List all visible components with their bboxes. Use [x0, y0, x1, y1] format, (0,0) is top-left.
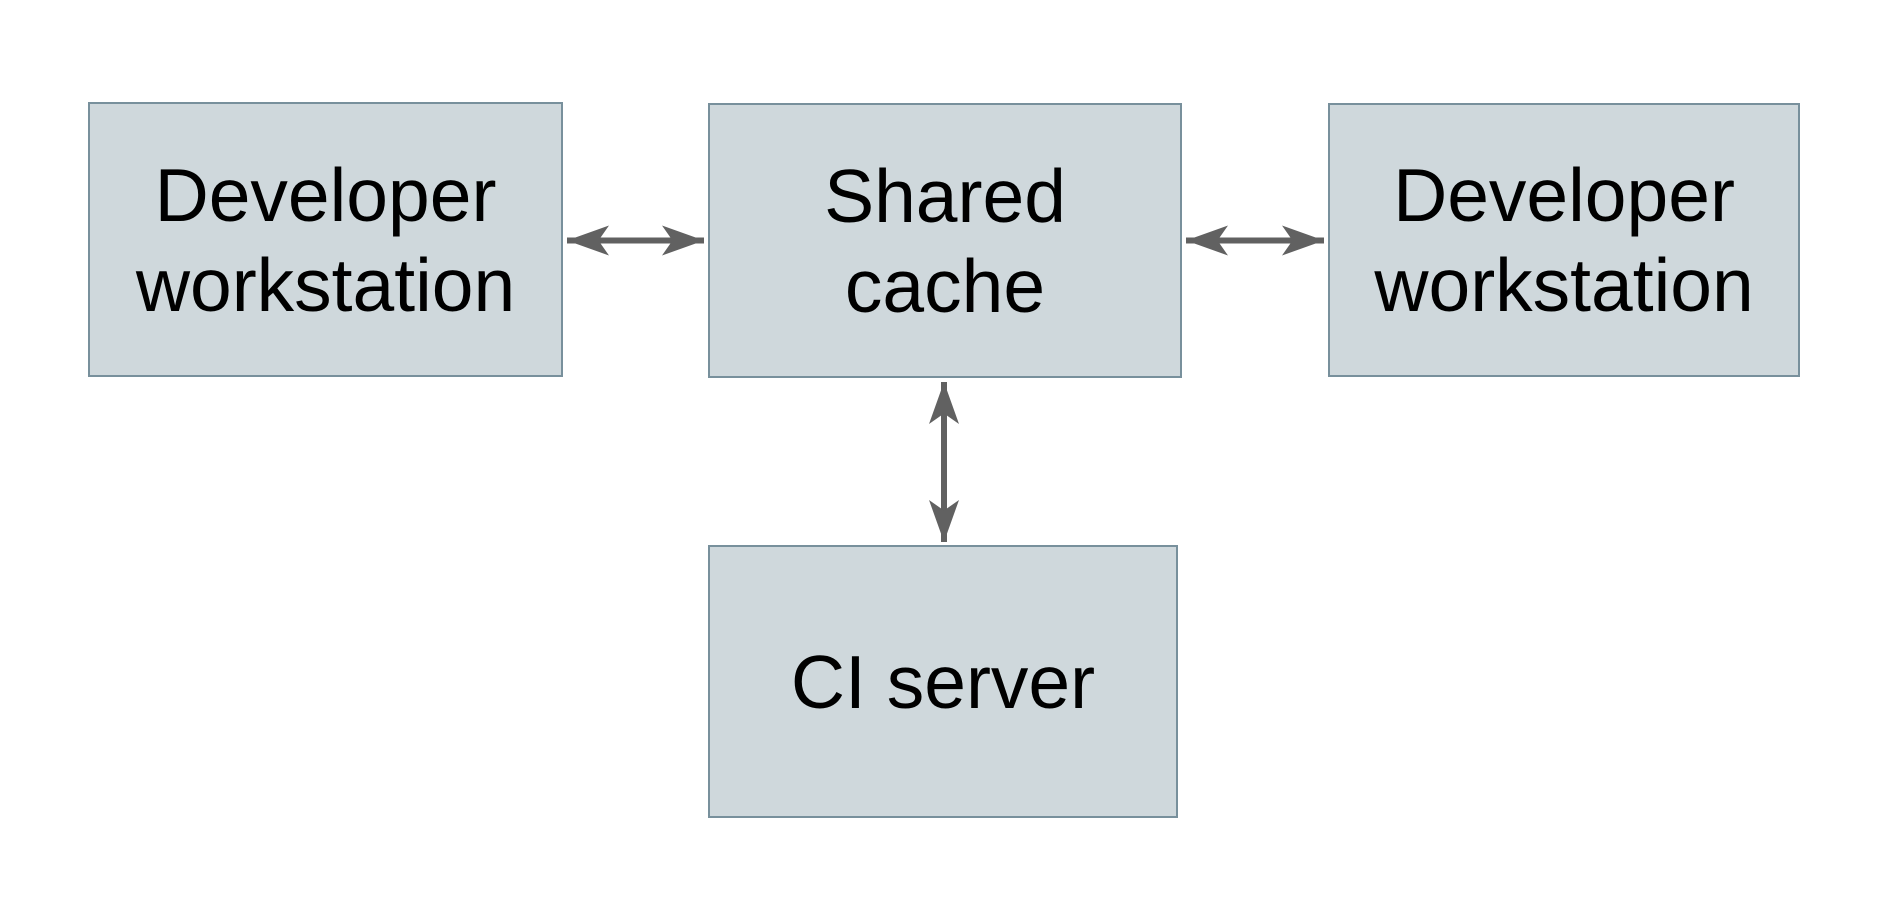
node-developer-workstation-right: Developer workstation: [1328, 103, 1800, 377]
node-ci-server: CI server: [708, 545, 1178, 818]
node-label-developer-workstation-right: Developer workstation: [1374, 153, 1754, 327]
node-shared-cache: Shared cache: [708, 103, 1182, 378]
node-label-ci-server: CI server: [790, 639, 1096, 724]
node-developer-workstation-left: Developer workstation: [88, 102, 563, 377]
node-label-shared-cache: Shared cache: [824, 153, 1066, 328]
node-label-developer-workstation-left: Developer workstation: [135, 152, 516, 327]
